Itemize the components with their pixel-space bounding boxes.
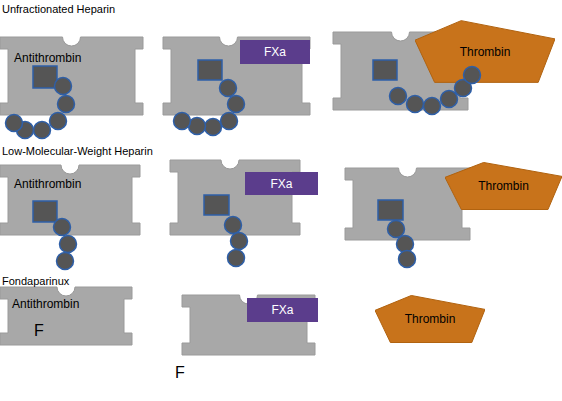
antithrombin-shape xyxy=(0,37,143,115)
fondaparinux-ellipse: F xyxy=(34,322,86,358)
pentasaccharide-square xyxy=(33,201,57,222)
saccharide-bead xyxy=(189,118,206,135)
pentasaccharide-square xyxy=(33,66,57,88)
node-text: Antithrombin xyxy=(14,51,81,65)
node-text: Thrombin xyxy=(478,179,529,193)
saccharide-bead xyxy=(54,219,71,236)
saccharide-bead xyxy=(228,250,245,267)
antithrombin-shape xyxy=(0,287,132,345)
saccharide-bead xyxy=(225,217,242,234)
saccharide-bead xyxy=(455,80,472,97)
node-text: FXa xyxy=(270,177,292,191)
node-text: Thrombin xyxy=(405,312,456,326)
node-text: FXa xyxy=(264,45,286,59)
saccharide-bead xyxy=(388,221,405,238)
fondaparinux-ellipse: F xyxy=(175,364,225,398)
antithrombin-node: Antithrombin xyxy=(0,287,132,345)
saccharide-bead xyxy=(50,113,67,130)
saccharide-bead xyxy=(34,122,51,139)
saccharide-bead xyxy=(424,98,441,115)
antithrombin-node: Antithrombin xyxy=(0,37,143,115)
pentagon-shape xyxy=(445,162,562,209)
node-text: Antithrombin xyxy=(14,177,81,191)
saccharide-bead xyxy=(220,80,237,97)
saccharide-bead xyxy=(441,91,458,108)
pentasaccharide-square xyxy=(198,60,222,80)
section-heading: Low-Molecular-Weight Heparin xyxy=(2,145,153,157)
node-text: Antithrombin xyxy=(12,297,79,311)
saccharide-bead xyxy=(60,236,77,253)
factor-xa-box: FXa xyxy=(247,298,318,322)
pentasaccharide-square xyxy=(378,200,403,220)
node-text: Thrombin xyxy=(460,45,511,59)
saccharide-bead xyxy=(399,251,416,268)
saccharide-bead xyxy=(17,122,34,139)
saccharide-bead xyxy=(174,113,191,130)
section-heading: Unfractionated Heparin xyxy=(2,3,115,15)
saccharide-bead xyxy=(407,96,424,113)
saccharide-bead xyxy=(55,78,72,95)
antithrombin-shape xyxy=(163,37,310,115)
saccharide-bead xyxy=(57,253,74,270)
factor-xa-box: FXa xyxy=(240,40,310,64)
saccharide-bead xyxy=(221,113,238,130)
saccharide-bead xyxy=(390,88,407,105)
thrombin-pentagon: Thrombin xyxy=(445,162,562,210)
node-text: F xyxy=(34,322,44,339)
node-text: FXa xyxy=(271,303,293,317)
saccharide-bead xyxy=(58,96,75,113)
thrombin-pentagon: Thrombin xyxy=(375,295,485,343)
saccharide-bead xyxy=(231,233,248,250)
antithrombin-shape xyxy=(0,165,140,235)
section-heading: Fondaparinux xyxy=(2,275,69,287)
pentagon-shape xyxy=(415,21,555,83)
pentagon-shape xyxy=(375,295,485,342)
pentasaccharide-square xyxy=(373,60,397,80)
pentasaccharide-square xyxy=(204,195,229,215)
saccharide-bead xyxy=(464,67,481,84)
antithrombin-node: Antithrombin xyxy=(0,165,140,235)
saccharide-bead xyxy=(205,119,222,136)
saccharide-bead xyxy=(228,96,245,113)
saccharide-bead xyxy=(6,115,23,132)
node-text: F xyxy=(175,364,185,381)
factor-xa-box: FXa xyxy=(245,172,318,195)
saccharide-bead xyxy=(397,236,414,253)
thrombin-pentagon: Thrombin xyxy=(415,20,555,83)
